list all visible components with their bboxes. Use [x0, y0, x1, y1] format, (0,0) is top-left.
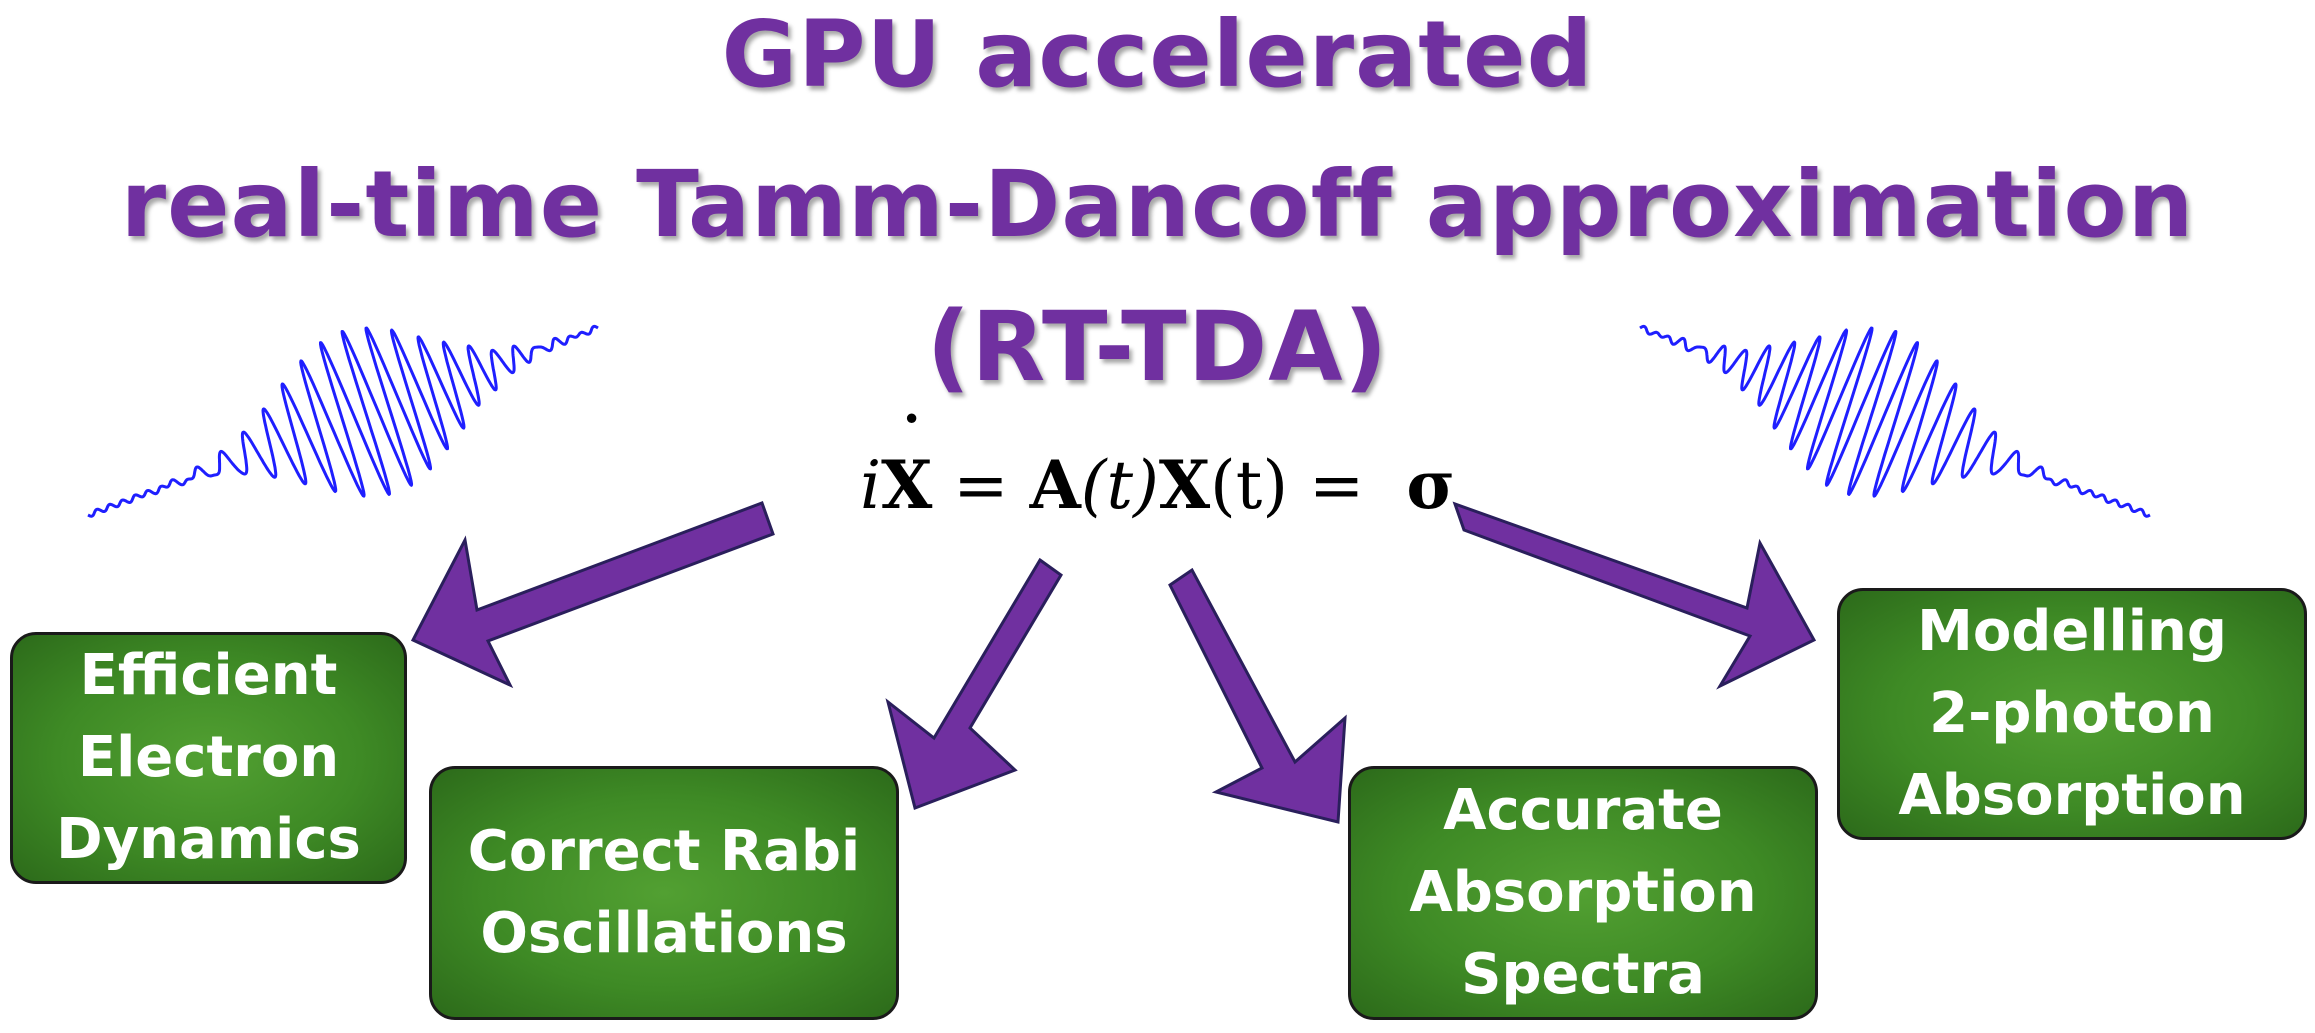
eq-sigma: σ [1406, 446, 1455, 524]
efficient-electron-dynamics-label: Efficient Electron Dynamics [56, 643, 361, 872]
efficient-electron-dynamics-box: Efficient Electron Dynamics [10, 632, 407, 884]
eq-equals-2: = [1288, 447, 1407, 524]
eq-x-dot: X [881, 404, 932, 524]
modelling-2-photon-absorption-label: Modelling 2-photon Absorption [1898, 599, 2246, 828]
eq-x-vector: X [1158, 446, 1211, 524]
correct-rabi-oscillations-label: Correct Rabi Oscillations [467, 819, 861, 966]
correct-rabi-oscillations-box: Correct Rabi Oscillations [429, 766, 899, 1020]
left-pulse-icon [87, 324, 599, 518]
arrow-to-efficient [410, 501, 775, 689]
eq-t-italic: (t) [1080, 447, 1159, 524]
arrow-to-absorption [1168, 567, 1347, 824]
accurate-absorption-spectra-label: Accurate Absorption Spectra [1409, 778, 1757, 1007]
eq-equals-1: = [932, 447, 1030, 524]
arrow-to-rabi [885, 557, 1063, 810]
right-pulse-icon [1639, 324, 2151, 518]
eq-t-roman: (t) [1210, 447, 1289, 524]
title-line-2: real-time Tamm-Dancoff approximation [120, 151, 2195, 258]
accurate-absorption-spectra-box: Accurate Absorption Spectra [1348, 766, 1818, 1020]
modelling-2-photon-absorption-box: Modelling 2-photon Absorption [1837, 588, 2307, 840]
eq-a-matrix: A [1029, 446, 1081, 524]
eq-i: i [859, 447, 882, 524]
title-line-3: (RT-TDA) [926, 291, 1389, 403]
equation: iX = A(t)X(t) = σ [0, 404, 2315, 524]
title-line-1: GPU accelerated [721, 1, 1594, 108]
arrow-to-2photon [1452, 501, 1817, 690]
